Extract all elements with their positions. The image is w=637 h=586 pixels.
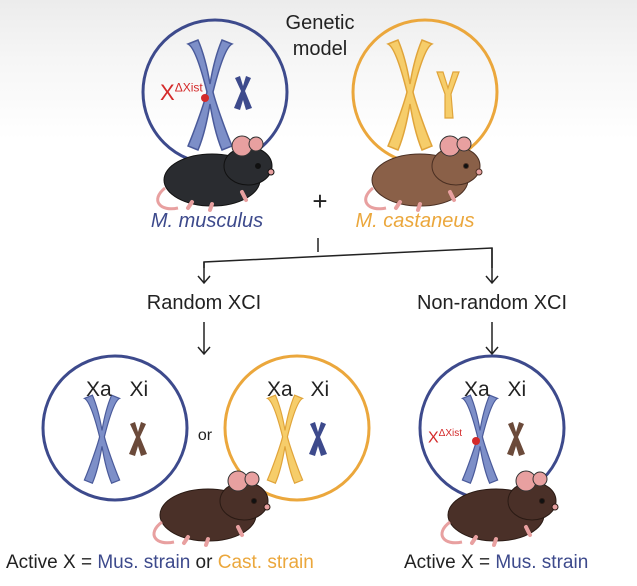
- xa-label: Xa: [86, 378, 112, 401]
- offspring-a-labels: Xa Xi: [86, 378, 148, 402]
- branch-arrow-left: [197, 262, 211, 285]
- offspring-b-labels: Xa Xi: [267, 378, 329, 402]
- offspring-c-deletion: [472, 437, 480, 445]
- species-castaneus: M. castaneus: [355, 210, 475, 232]
- xi-label: Xi: [507, 378, 527, 401]
- offspring-c-x-brown: [507, 422, 525, 456]
- xi-label: Xi: [310, 378, 330, 401]
- xi-label: Xi: [129, 378, 149, 401]
- offspring-a-circle: [41, 354, 189, 502]
- musculus-y-chromosome: [234, 76, 252, 110]
- musculus-tail: [156, 186, 179, 211]
- delta-xist-super: ΔXist: [438, 428, 463, 439]
- offspring-b-x-yellow: [266, 394, 304, 484]
- xa-label: Xa: [464, 378, 490, 401]
- offspring-mouse-nonrandom: [446, 469, 560, 547]
- title-line1: Genetic: [285, 12, 355, 34]
- result-or: or: [190, 552, 218, 573]
- result-mus-strain: Mus. strain: [495, 552, 589, 573]
- x-letter: X: [160, 80, 175, 105]
- offspring-c-x-label: XΔXist: [428, 428, 462, 447]
- musculus-mouse: [162, 134, 276, 212]
- deletion-marker: [201, 94, 209, 102]
- offspring-c-x-blue: [461, 394, 499, 484]
- offspring-c-labels: Xa Xi: [464, 378, 526, 402]
- label-nonrandom-xci: Non-random XCI: [416, 292, 568, 314]
- plus-sign: +: [312, 186, 328, 216]
- label-random-xci: Random XCI: [146, 292, 262, 314]
- branch-arrow-right: [485, 248, 499, 285]
- arrow-nonrandom: [485, 322, 499, 356]
- castaneus-x-chromosome: [387, 39, 433, 151]
- title-line2: model: [292, 38, 348, 60]
- musculus-x-label: XΔXist: [160, 80, 203, 106]
- title: Genetic model: [286, 10, 355, 62]
- castaneus-tail: [364, 186, 387, 211]
- offspring-mouse-random: [158, 469, 272, 547]
- offspring-b-circle: [223, 354, 371, 502]
- offspring-a-x-blue: [83, 394, 121, 484]
- delta-xist-super: ΔXist: [174, 80, 203, 95]
- arrow-random: [197, 322, 211, 356]
- result-nonrandom: Active X = Mus. strain: [404, 552, 588, 574]
- result-cast-strain: Cast. strain: [217, 552, 314, 573]
- offspring-b-x-blue: [309, 422, 327, 456]
- result-random: Active X = Mus. strain or Cast. strain: [6, 552, 314, 574]
- result-prefix: Active X =: [6, 552, 98, 573]
- xa-label: Xa: [267, 378, 293, 401]
- offspring-tail-random: [152, 520, 175, 545]
- castaneus-y-chromosome: [436, 71, 460, 119]
- result-prefix: Active X =: [404, 552, 496, 573]
- offspring-a-x-brown: [129, 422, 147, 456]
- result-mus-strain: Mus. strain: [97, 552, 191, 573]
- or-label: or: [197, 427, 213, 444]
- x-letter: X: [428, 429, 439, 447]
- offspring-tail-nonrandom: [440, 520, 463, 545]
- species-musculus: M. musculus: [150, 210, 264, 232]
- branch-lines: [203, 238, 493, 268]
